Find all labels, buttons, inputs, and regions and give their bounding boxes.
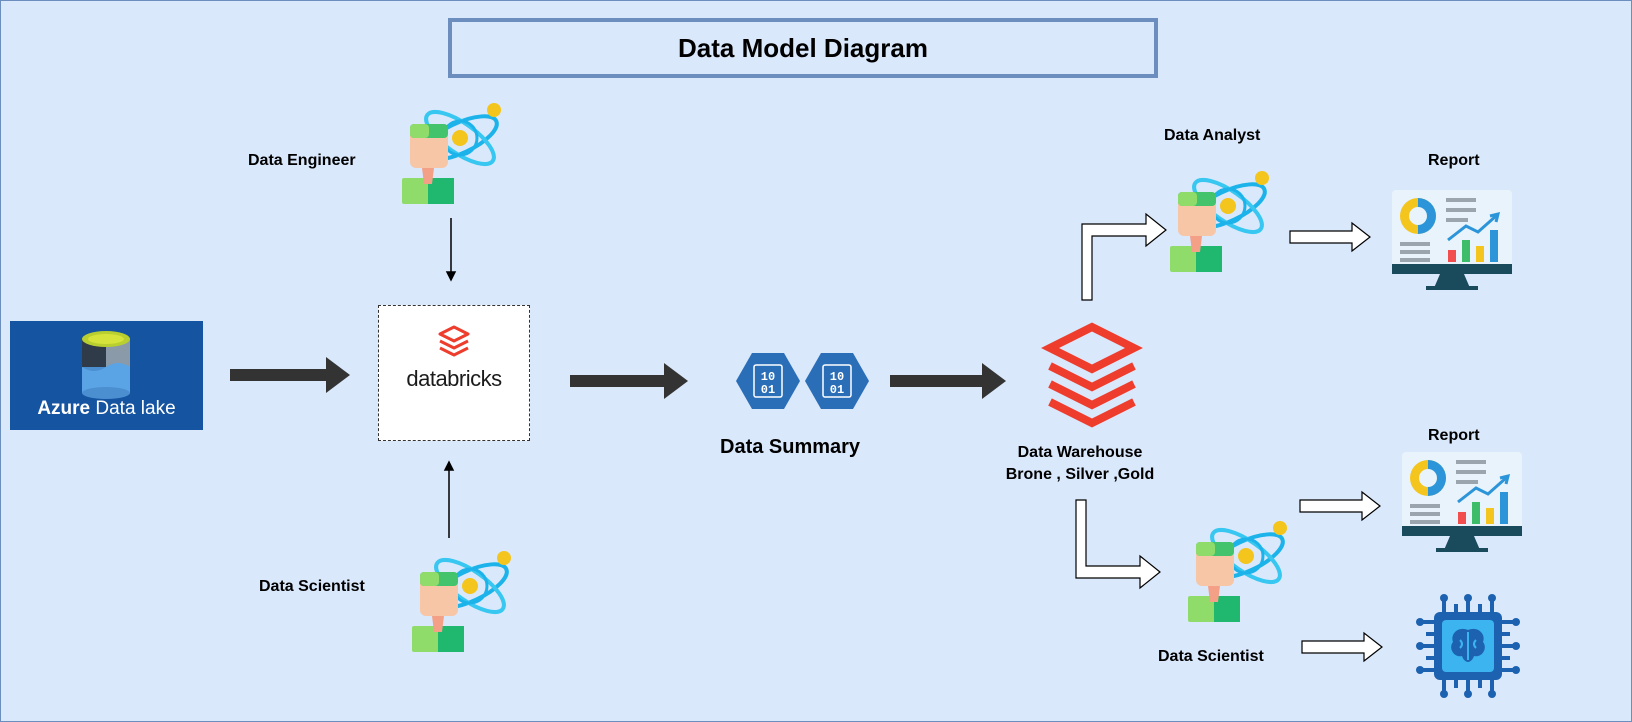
databricks-logo-icon <box>438 325 470 357</box>
arrow-databricks-to-summary <box>570 363 688 399</box>
arrow-scientist-to-chip <box>1301 631 1383 663</box>
databricks-layers-icon <box>1041 322 1143 428</box>
data-analyst-label: Data Analyst <box>1164 127 1261 144</box>
ai-brain-chip-icon <box>1416 594 1520 698</box>
arrow-warehouse-to-analyst <box>1081 212 1167 301</box>
report-bottom-label: Report <box>1428 427 1480 444</box>
data-lake-cylinder-icon <box>82 331 130 399</box>
data-scientist-left-person-icon <box>410 548 515 654</box>
hex-right-text-top: 10 <box>830 370 844 384</box>
arrow-scientist-to-report <box>1299 490 1381 522</box>
hex-right-text-bottom: 01 <box>830 383 844 397</box>
hex-left-text-top: 10 <box>761 370 775 384</box>
data-scientist-right-label: Data Scientist <box>1158 648 1264 665</box>
hex-left-text-bottom: 01 <box>761 383 775 397</box>
data-warehouse-title: Data Warehouse <box>1017 444 1143 461</box>
report-top-icon <box>1390 188 1514 292</box>
databricks-label: databricks <box>406 366 502 391</box>
main-flow-arrows <box>230 357 1006 399</box>
azure-data-lake-node: Azure Data lake <box>10 321 203 430</box>
data-scientist-left-label: Data Scientist <box>259 578 365 595</box>
azure-brand-label: Azure <box>37 398 91 419</box>
data-warehouse-layers: Brone , Silver ,Gold <box>1005 466 1155 483</box>
binary-hexagon-icon: 10 01 10 01 <box>736 353 869 409</box>
report-bottom-icon <box>1400 450 1524 554</box>
data-engineer-person-icon <box>400 100 505 206</box>
data-summary-label: Data Summary <box>720 436 861 458</box>
thin-arrows <box>443 218 457 538</box>
arrow-azure-to-databricks <box>230 357 350 393</box>
azure-service-label: Data lake <box>95 398 176 419</box>
diagram-title: Data Model Diagram <box>448 18 1158 78</box>
hollow-arrows <box>1075 212 1383 663</box>
data-engineer-label: Data Engineer <box>248 152 356 169</box>
databricks-node: databricks <box>378 305 530 441</box>
data-warehouse-label: Data Warehouse Brone , Silver ,Gold <box>1000 442 1160 486</box>
arrow-analyst-to-report <box>1289 221 1371 253</box>
arrow-summary-to-warehouse <box>890 363 1006 399</box>
arrow-scientist-head <box>443 460 455 471</box>
arrow-warehouse-to-scientist <box>1075 499 1161 590</box>
data-analyst-person-icon <box>1168 168 1273 274</box>
arrow-engineer-head <box>445 271 457 282</box>
data-scientist-right-person-icon <box>1186 518 1291 624</box>
report-top-label: Report <box>1428 152 1480 169</box>
